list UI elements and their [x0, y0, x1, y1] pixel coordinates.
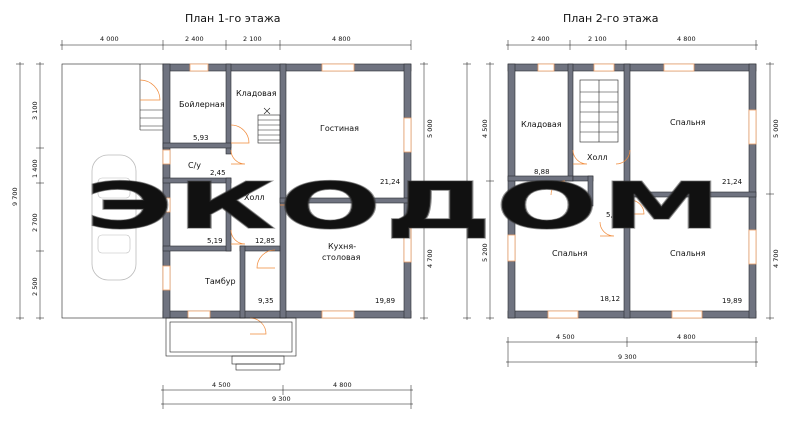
area-kitchen: 19,89 — [375, 297, 395, 305]
floor1-dimensions: 4 000 2 400 2 100 4 800 3 100 1 400 2 70… — [11, 35, 434, 409]
dim-f1-left-total: 9 700 — [11, 187, 19, 206]
dim-f1-top-4: 4 800 — [332, 35, 351, 43]
area-wc1: 2,45 — [210, 169, 226, 177]
dim-f2-left-total: 9 700 — [458, 187, 466, 206]
area-hall: 12,85 — [255, 237, 275, 245]
dim-f1-left-3: 2 700 — [31, 213, 39, 232]
dim-f1-left-4: 2 500 — [31, 277, 39, 296]
dim-f2-bottom-total: 9 300 — [618, 353, 637, 361]
area2-storage: 8,88 — [534, 168, 550, 176]
floor2-doors — [550, 149, 645, 237]
room-label-hall: Холл — [244, 193, 265, 202]
area-vestibule: 9,35 — [258, 297, 274, 305]
room2-label-bedroom-sw: Спальня — [552, 249, 588, 258]
floor2-dimensions: 2 400 2 100 4 800 4 500 5 200 9 700 5 00… — [458, 35, 780, 367]
dim-f2-bottom-2: 4 800 — [677, 333, 696, 341]
dim-f1-bottom-2: 4 800 — [333, 381, 352, 389]
dim-f2-top-2: 2 100 — [588, 35, 607, 43]
room-label-wc2: С/у — [188, 212, 201, 221]
dim-f2-top-1: 2 400 — [531, 35, 550, 43]
dim-f1-left-2: 1 400 — [31, 159, 39, 178]
floor1-stairs — [257, 107, 281, 144]
dim-f1-top-2: 2 400 — [185, 35, 204, 43]
dim-f1-right-1: 5 000 — [426, 119, 434, 138]
floor2-title: План 2-го этажа — [563, 12, 659, 25]
dim-f2-left-2: 5 200 — [481, 243, 489, 262]
room2-label-bedroom-ne: Спальня — [670, 118, 706, 127]
room-label-storage: Кладовая — [236, 89, 277, 98]
area-wc2: 5,19 — [207, 237, 223, 245]
area-living: 21,24 — [380, 178, 401, 186]
area2-hall: 5,04 — [606, 211, 622, 219]
dim-f1-bottom-1: 4 500 — [212, 381, 231, 389]
floor1-title: План 1-го этажа — [185, 12, 281, 25]
room-label-kitchen-2: столовая — [322, 253, 361, 262]
floor1-plan: Бойлерная Кладовая Гостиная С/у С/у Холл… — [11, 35, 434, 409]
area2-bedroom-ne: 21,24 — [722, 178, 743, 186]
dim-f2-right-1: 5 000 — [772, 119, 780, 138]
floor2-windows — [507, 63, 757, 319]
floor1-windows — [162, 63, 412, 319]
floor1-walls — [162, 63, 412, 319]
room-label-vestibule: Тамбур — [204, 277, 236, 286]
porch — [165, 317, 297, 371]
room2-label-storage: Кладовая — [521, 120, 562, 129]
dim-f1-right-2: 4 700 — [426, 249, 434, 268]
room-label-living: Гостиная — [320, 124, 359, 133]
car-icon — [91, 154, 137, 281]
room2-label-hall: Холл — [587, 153, 608, 162]
dim-f2-left-1: 4 500 — [481, 119, 489, 138]
room-label-wc1: С/у — [188, 161, 201, 170]
dim-f1-bottom-total: 9 300 — [272, 395, 291, 403]
room-label-kitchen-1: Кухня- — [328, 242, 356, 251]
dim-f1-left-1: 3 100 — [31, 101, 39, 120]
area-boiler: 5,93 — [193, 134, 209, 142]
area2-bedroom-se: 19,89 — [722, 297, 742, 305]
floor2-plan: Кладовая Спальня Холл Спальня Спальня 8,… — [458, 35, 780, 367]
floor2-stairs — [579, 79, 619, 143]
dim-f2-right-2: 4 700 — [772, 249, 780, 268]
dim-f2-bottom-1: 4 500 — [556, 333, 575, 341]
dim-f1-top-3: 2 100 — [243, 35, 262, 43]
floor2-walls — [507, 63, 757, 319]
dim-f2-top-3: 4 800 — [677, 35, 696, 43]
room2-label-bedroom-se: Спальня — [670, 249, 706, 258]
dim-f1-top-1: 4 000 — [100, 35, 119, 43]
watermark: ЭКОДОМ — [85, 170, 725, 244]
area2-bedroom-sw: 18,12 — [600, 295, 620, 303]
room-label-boiler: Бойлерная — [179, 100, 225, 109]
